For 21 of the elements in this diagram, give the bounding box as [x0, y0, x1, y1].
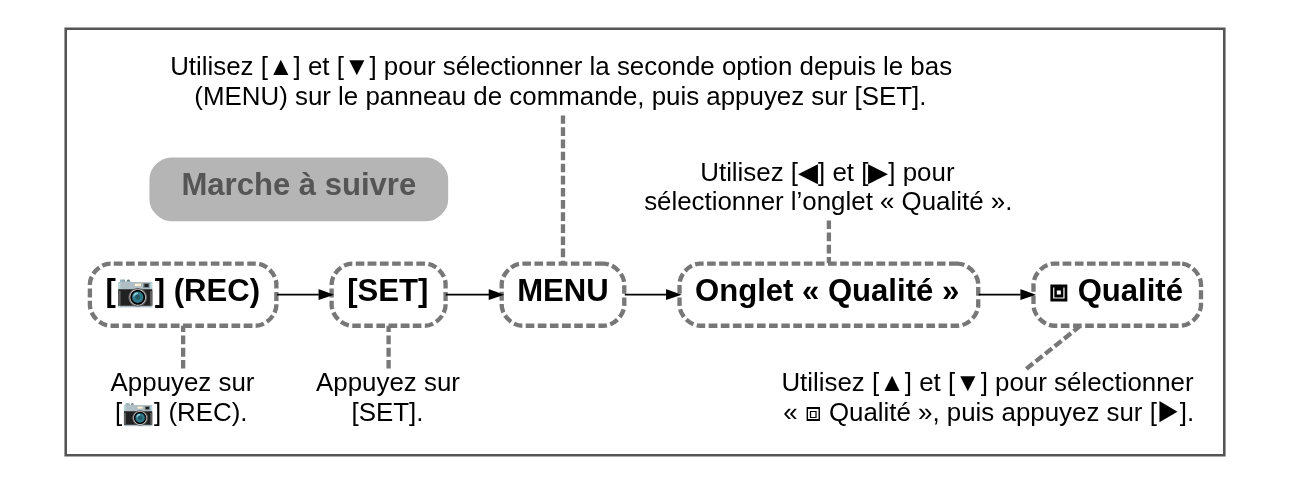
node-text: Utilisez [▲] et [▼] pour sélectionner la seconde option depuis le bas (MENU) sur le panneau de commande, puis appuyez sur [SET].	[170, 52, 953, 110]
node-box: Onglet « Qualité »	[677, 261, 981, 328]
arrow	[623, 289, 682, 301]
node-box: MENU	[499, 261, 627, 328]
connector	[560, 115, 566, 264]
connector	[386, 325, 391, 369]
arrow	[444, 289, 505, 301]
arrow	[276, 289, 335, 301]
cluster	[64, 27, 1226, 457]
connector	[826, 220, 832, 264]
connector	[180, 325, 186, 369]
node-text: Utilisez [▲] et [▼] pour sélectionner « ⧈ Qualité », puis appuyez sur [▶].	[781, 368, 1195, 426]
connector	[1025, 324, 1082, 371]
arrow	[977, 289, 1036, 301]
node-box: [SET]	[329, 261, 448, 328]
node-text: Utilisez [◀] et [▶] pour sélectionner l’onglet « Qualité ».	[644, 157, 1013, 216]
node-box: [📷] (REC)	[87, 261, 279, 328]
node-text: Appuyez sur [SET].	[316, 368, 460, 426]
node-box: ⧈ Qualité	[1031, 261, 1204, 328]
node-text: Appuyez sur [📷] (REC).	[110, 368, 255, 426]
node-box: Marche à suivre	[149, 157, 449, 222]
